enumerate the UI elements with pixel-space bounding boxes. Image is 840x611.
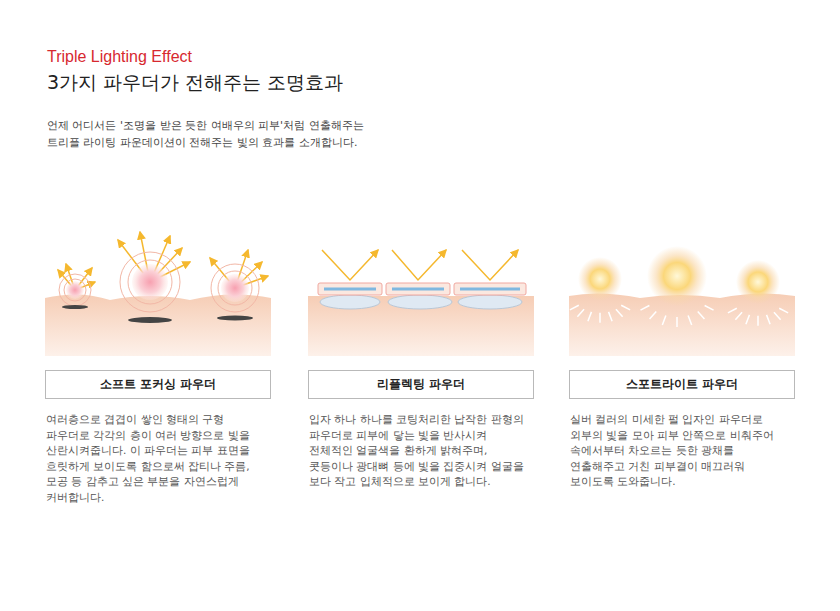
description: 입자 하나 하나를 코팅처리한 납작한 판형의 파우더로 피부에 닿는 빛을 반… [309,412,531,490]
heading: 3가지 파우더가 전해주는 조명효과 [47,70,343,96]
box-heading: 스포트라이트 파우더 [626,376,738,393]
box-heading: 리플렉팅 파우더 [377,376,465,393]
box-heading: 소프트 포커싱 파우더 [100,376,216,393]
description: 여러층으로 겹겹이 쌓인 형태의 구형 파우더로 각각의 층이 여러 방향으로 … [46,412,268,505]
description: 실버 컬러의 미세한 펄 입자인 파우더로 외부의 빛을 모아 피부 안쪽으로 … [570,412,792,490]
label-box: 스포트라이트 파우더실버 컬러의 미세한 펄 입자인 파우더로 외부의 빛을 모… [569,370,795,399]
label-box: 리플렉팅 파우더입자 하나 하나를 코팅처리한 납작한 판형의 파우더로 피부에… [308,370,534,399]
label-box: 소프트 포커싱 파우더여러층으로 겹겹이 쌓인 형태의 구형 파우더로 각각의 … [45,370,271,399]
intro-text: 언제 어디서든 '조명을 받은 듯한 여배우의 피부'처럼 연출해주는 트리플 … [47,117,387,151]
title: Triple Lighting Effect [47,48,192,66]
